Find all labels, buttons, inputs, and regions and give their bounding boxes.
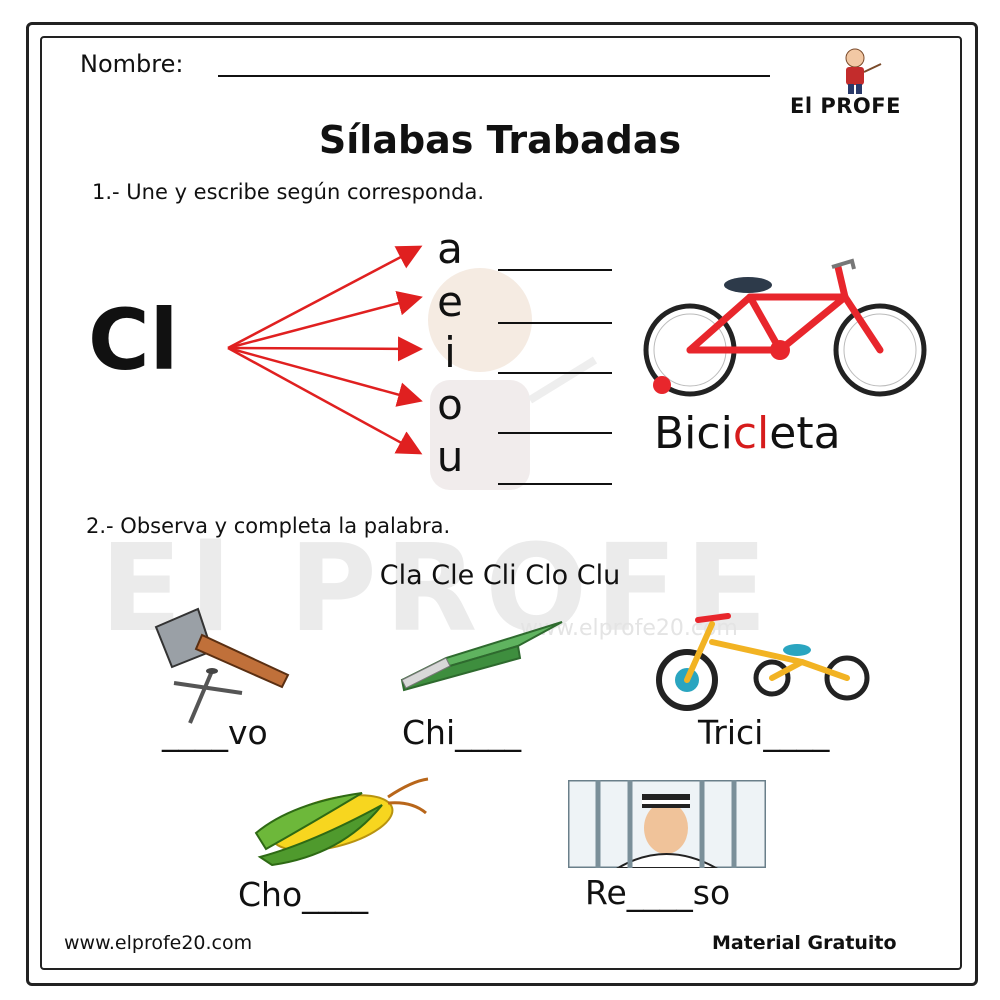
answer-line-o[interactable] bbox=[498, 432, 612, 434]
watermark-text: El PROFE bbox=[100, 520, 776, 659]
teacher-logo-icon bbox=[845, 48, 882, 94]
vowel-i: i bbox=[444, 328, 456, 377]
consonant-cluster: Cl bbox=[88, 291, 179, 389]
exercise2-instruction: 2.- Observa y completa la palabra. bbox=[86, 514, 451, 538]
exercise1-instruction: 1.- Une y escribe según corresponda. bbox=[92, 180, 485, 204]
watermark-teacher-image bbox=[428, 268, 598, 490]
name-label: Nombre: bbox=[80, 50, 184, 78]
example-word-before: Bici bbox=[654, 408, 733, 459]
fill-word-chicle: Chi____ bbox=[402, 713, 522, 752]
vowel-e: e bbox=[437, 277, 463, 326]
example-word-after: eta bbox=[769, 408, 841, 459]
example-word-highlight: cl bbox=[732, 408, 770, 459]
tricycle-image bbox=[656, 613, 870, 711]
page-border-inner bbox=[40, 36, 962, 970]
answer-line-i[interactable] bbox=[498, 372, 612, 374]
answer-line-e[interactable] bbox=[498, 322, 612, 324]
answer-line-u[interactable] bbox=[498, 483, 612, 485]
answer-line-a[interactable] bbox=[498, 269, 612, 271]
hammer-nails-image bbox=[154, 607, 290, 724]
syllable-list: Cla Cle Cli Clo Clu bbox=[379, 560, 621, 591]
fill-word-clavo: ____vo bbox=[162, 713, 268, 752]
name-input-line[interactable] bbox=[218, 75, 770, 77]
prisoner-image bbox=[568, 780, 766, 868]
vowel-a: a bbox=[437, 224, 463, 273]
fill-word-triciclo: Trici____ bbox=[698, 713, 830, 752]
footer-url: www.elprofe20.com bbox=[64, 932, 253, 954]
page-border-outer bbox=[26, 22, 978, 986]
page-title: Sílabas Trabadas bbox=[318, 118, 682, 162]
fill-word-choclo: Cho____ bbox=[238, 875, 369, 914]
fill-word-recluso: Re____so bbox=[585, 873, 731, 912]
corn-image bbox=[254, 777, 429, 867]
bicycle-image bbox=[643, 258, 927, 397]
footer-note: Material Gratuito bbox=[712, 932, 897, 954]
chewing-gum-image bbox=[400, 621, 563, 692]
vowel-u: u bbox=[436, 432, 464, 481]
vowel-o: o bbox=[437, 380, 463, 429]
logo-text: El PROFE bbox=[790, 94, 901, 118]
example-word-bicicleta: Bicicleta bbox=[654, 412, 841, 456]
